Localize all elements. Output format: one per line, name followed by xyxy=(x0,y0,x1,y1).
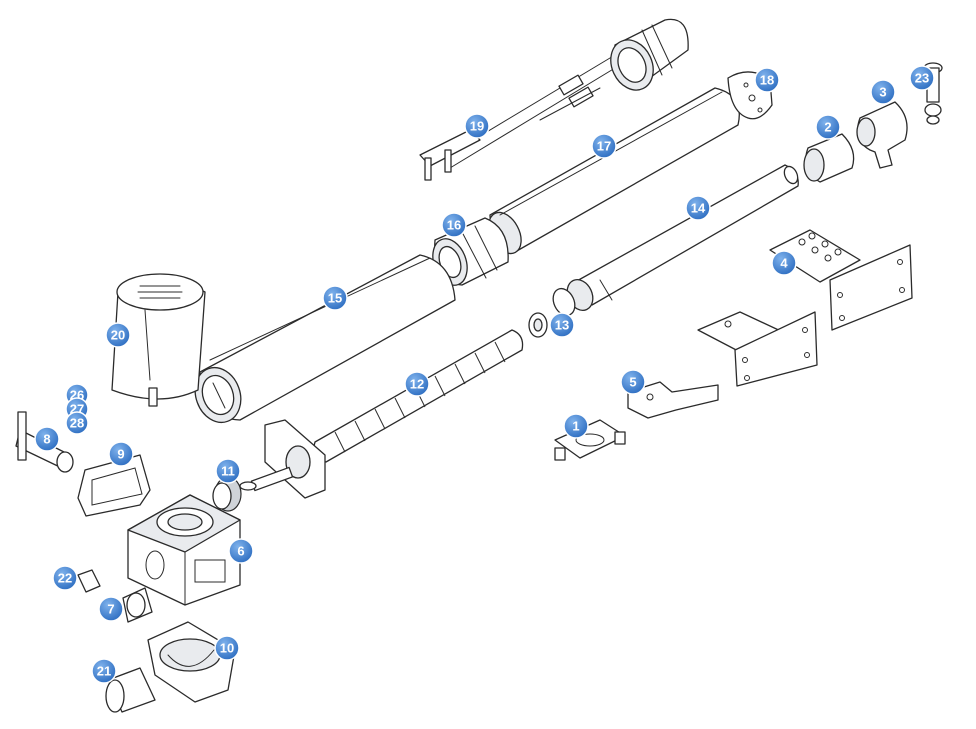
svg-text:23: 23 xyxy=(915,71,929,86)
callout-10[interactable]: 10 xyxy=(214,635,240,661)
callout-23[interactable]: 23 xyxy=(909,65,935,91)
callout-9[interactable]: 9 xyxy=(108,441,134,467)
part-6-gearbox xyxy=(127,494,241,606)
callout-16[interactable]: 16 xyxy=(441,212,467,238)
svg-text:5: 5 xyxy=(629,375,636,390)
callout-17[interactable]: 17 xyxy=(591,133,617,159)
svg-text:1: 1 xyxy=(572,419,579,434)
part-20-motor-cover xyxy=(111,273,206,407)
part-7-bushing xyxy=(122,587,153,623)
svg-text:4: 4 xyxy=(780,256,788,271)
part-10-base-mount xyxy=(147,621,236,703)
svg-text:14: 14 xyxy=(691,201,706,216)
svg-text:10: 10 xyxy=(220,641,234,656)
part-4-mounting-bracket xyxy=(769,229,913,331)
callout-8[interactable]: 8 xyxy=(34,426,60,452)
callout-3[interactable]: 3 xyxy=(870,79,896,105)
part-motor-flange xyxy=(250,419,326,499)
svg-text:15: 15 xyxy=(328,291,342,306)
part-3-elbow-fitting xyxy=(856,101,908,169)
callout-4[interactable]: 4 xyxy=(771,250,797,276)
part-15-main-tube xyxy=(194,254,456,424)
callout-14[interactable]: 14 xyxy=(685,195,711,221)
svg-text:21: 21 xyxy=(97,664,111,679)
svg-text:18: 18 xyxy=(760,73,774,88)
svg-text:17: 17 xyxy=(597,139,611,154)
part-5-flat-plate xyxy=(627,381,719,419)
callout-13[interactable]: 13 xyxy=(549,312,575,338)
svg-text:13: 13 xyxy=(555,318,569,333)
svg-text:28: 28 xyxy=(70,416,84,431)
part-13-washer xyxy=(528,312,548,338)
svg-text:2: 2 xyxy=(824,120,831,135)
part-1-clevis-link xyxy=(554,419,626,461)
svg-text:12: 12 xyxy=(410,377,424,392)
callout-22[interactable]: 22 xyxy=(52,565,78,591)
part-top-end-cap xyxy=(610,18,689,91)
callout-6[interactable]: 6 xyxy=(228,538,254,564)
part-2-rear-fitting xyxy=(803,133,855,183)
svg-text:20: 20 xyxy=(111,328,125,343)
part-9-cover-plate xyxy=(77,454,151,517)
part-19-cable-bracket xyxy=(419,54,621,181)
callout-1[interactable]: 1 xyxy=(563,413,589,439)
callout-28[interactable]: 28 xyxy=(65,411,89,435)
part-22-pin xyxy=(77,569,101,593)
svg-text:8: 8 xyxy=(43,432,50,447)
callout-5[interactable]: 5 xyxy=(620,369,646,395)
callout-19[interactable]: 19 xyxy=(464,113,490,139)
callout-18[interactable]: 18 xyxy=(754,67,780,93)
callout-20[interactable]: 20 xyxy=(105,322,131,348)
callout-2[interactable]: 2 xyxy=(815,114,841,140)
svg-text:11: 11 xyxy=(221,464,235,479)
part-lower-bracket xyxy=(697,311,818,387)
part-14-inner-rod xyxy=(552,164,799,317)
svg-text:19: 19 xyxy=(470,119,484,134)
callout-21[interactable]: 21 xyxy=(91,658,117,684)
part-21-cylinder xyxy=(105,667,156,713)
svg-text:7: 7 xyxy=(107,602,114,617)
svg-text:6: 6 xyxy=(237,544,244,559)
callout-7[interactable]: 7 xyxy=(98,596,124,622)
svg-text:22: 22 xyxy=(58,571,72,586)
svg-text:9: 9 xyxy=(117,447,124,462)
svg-text:16: 16 xyxy=(447,218,461,233)
callout-15[interactable]: 15 xyxy=(322,285,348,311)
callout-11[interactable]: 11 xyxy=(215,458,241,484)
svg-text:3: 3 xyxy=(879,85,886,100)
callout-12[interactable]: 12 xyxy=(404,371,430,397)
part-11-gear xyxy=(212,476,257,512)
